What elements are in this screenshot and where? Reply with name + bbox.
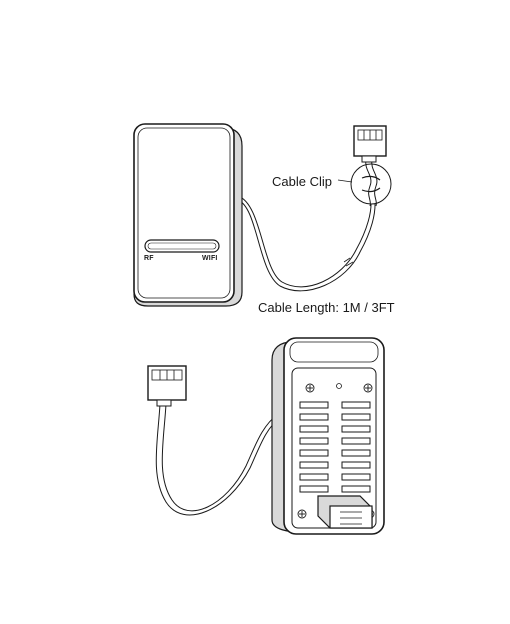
vent-slot — [342, 426, 370, 432]
vent-slot — [300, 402, 328, 408]
cable-clip-leader — [338, 180, 352, 182]
rf-indicator-label: RF — [144, 255, 154, 262]
vent-slot — [342, 414, 370, 420]
vent-slot — [300, 486, 328, 492]
vent-slot — [342, 486, 370, 492]
vent-slot — [342, 450, 370, 456]
vent-slot — [300, 462, 328, 468]
front-connector-plug — [354, 126, 386, 162]
vent-slot — [300, 450, 328, 456]
front-module-face — [134, 124, 234, 302]
vent-slot — [300, 414, 328, 420]
vent-slot — [300, 426, 328, 432]
led-light-bar — [145, 240, 219, 252]
vent-slot — [300, 474, 328, 480]
front-module-diagram — [134, 124, 391, 306]
cable-length-label: Cable Length: 1M / 3FT — [258, 300, 395, 315]
back-connector-plug — [148, 366, 186, 406]
vent-slot — [342, 402, 370, 408]
cable-clip-label: Cable Clip — [272, 174, 332, 189]
vent-slot — [342, 474, 370, 480]
front-cable — [238, 194, 375, 291]
vent-slot — [342, 462, 370, 468]
vent-slot — [300, 438, 328, 444]
vent-slot — [342, 438, 370, 444]
wifi-indicator-label: WIFI — [202, 255, 218, 262]
mount-hole-icon — [337, 384, 342, 389]
back-cable — [156, 404, 280, 515]
back-connector-port — [318, 496, 372, 528]
back-module-diagram — [148, 338, 384, 534]
